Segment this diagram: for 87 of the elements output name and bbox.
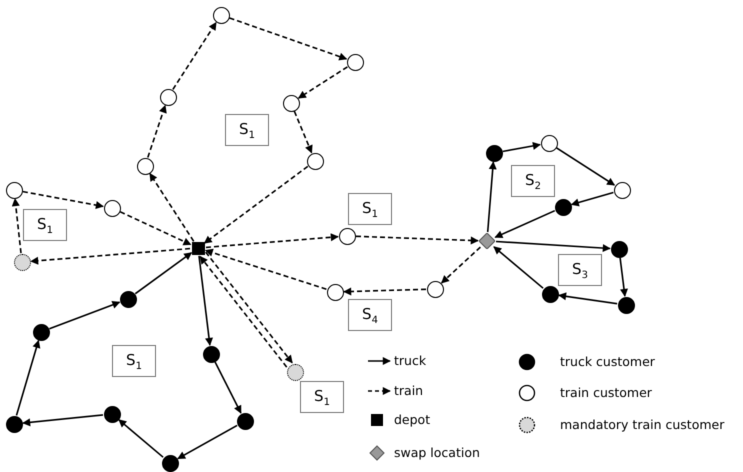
truck-customer-dot	[610, 240, 628, 258]
customer-circle	[614, 182, 630, 198]
legend-label: truck customer	[560, 354, 655, 369]
train-route-arrow	[343, 288, 426, 296]
truck-route-arrow	[214, 362, 242, 414]
truck-route-arrow	[494, 210, 556, 238]
train-route-arrow	[204, 248, 327, 290]
truck-route-arrow	[558, 292, 618, 304]
mandatory-customer-circle	[14, 254, 30, 270]
truck-route-arrow	[177, 424, 238, 460]
truck-route-arrow	[570, 192, 614, 206]
subtour-label: S$_{1}$	[37, 214, 53, 236]
truck-customer-dot	[6, 416, 22, 432]
truck-route-arrow	[16, 340, 40, 416]
truck-route-arrow	[49, 301, 120, 330]
train-route-arrow	[441, 246, 481, 284]
subtour-label: S$_{1}$	[239, 120, 255, 140]
customer-circle	[104, 200, 120, 216]
customer-circle	[346, 54, 364, 70]
customer-circle	[540, 134, 558, 152]
truck-route-arrow	[502, 142, 541, 152]
truck-route-arrow	[486, 161, 497, 232]
truck-route-arrow	[134, 252, 192, 294]
subtour-label: S$_{4}$	[362, 304, 378, 326]
subtour-label-box	[225, 114, 269, 146]
subtour-label-box	[511, 165, 555, 197]
legend-label: swap location	[394, 445, 480, 460]
train-route-arrow	[298, 66, 348, 99]
subtour-label-box	[558, 254, 602, 286]
mandatory-customer-circle	[286, 364, 304, 380]
subtour-label-box	[348, 193, 392, 225]
customer-circle	[136, 158, 154, 174]
legend-label: truck	[394, 353, 426, 368]
subtour-label-box	[300, 381, 344, 413]
train-route-arrow	[30, 248, 190, 265]
truck-customer-dot	[618, 296, 634, 314]
truck-customer-dot	[120, 290, 136, 308]
train-route-arrow	[149, 172, 194, 242]
truck-customer-dot	[554, 198, 572, 216]
truck-route-arrow	[556, 147, 616, 186]
train-route-arrow	[12, 198, 22, 254]
truck-customer-dot	[32, 324, 50, 340]
customer-circle	[306, 152, 324, 170]
legend-label: depot	[394, 412, 430, 427]
train-route-arrow	[204, 166, 308, 244]
legend-label: train	[394, 383, 424, 398]
truck-customer-dot	[542, 286, 558, 302]
customer-circle	[326, 284, 344, 300]
truck-route-arrow	[118, 419, 164, 458]
train-route-arrow	[356, 236, 479, 244]
truck-route-arrow	[493, 246, 544, 289]
subtour-label: S$_{1}$	[362, 198, 378, 220]
subtour-label-box	[112, 345, 156, 377]
subtour-label: S$_{1}$	[126, 350, 142, 372]
subtour-label: S$_{2}$	[525, 170, 541, 192]
subtour-label-box	[348, 299, 392, 331]
customer-circle	[6, 182, 22, 198]
truck-route-arrow	[619, 258, 628, 297]
customer-circle	[338, 228, 356, 244]
subtour-label: S$_{1}$	[314, 386, 330, 408]
truck-customer-dot	[236, 412, 254, 430]
train-route-arrow	[229, 17, 348, 60]
legend-label: mandatory train customer	[560, 417, 724, 432]
train-route-arrow	[147, 104, 167, 158]
train-route-arrow	[172, 22, 217, 90]
customer-circle	[426, 280, 444, 298]
legend-label: train customer	[560, 385, 652, 400]
subtour-label: S$_{3}$	[572, 260, 588, 280]
truck-route-arrow	[496, 240, 611, 252]
truck-customer-dot	[202, 346, 220, 362]
subtour-label-box	[23, 209, 67, 241]
train-route-arrow	[206, 233, 339, 248]
customer-circle	[160, 88, 176, 106]
train-route-arrow	[22, 190, 104, 210]
customer-circle	[282, 94, 300, 112]
truck-route-arrow	[198, 256, 213, 346]
truck-route-arrow	[22, 414, 104, 426]
customer-circle	[212, 6, 230, 24]
truck-customer-dot	[486, 144, 502, 162]
depot-square	[192, 242, 204, 254]
train-route-arrow	[294, 111, 313, 154]
truck-customer-dot	[162, 454, 178, 472]
train-route-arrow	[200, 256, 288, 368]
truck-customer-dot	[104, 406, 120, 422]
swap-location-diamond	[479, 233, 495, 249]
train-route-arrow	[205, 252, 293, 364]
train-route-arrow	[120, 211, 192, 246]
